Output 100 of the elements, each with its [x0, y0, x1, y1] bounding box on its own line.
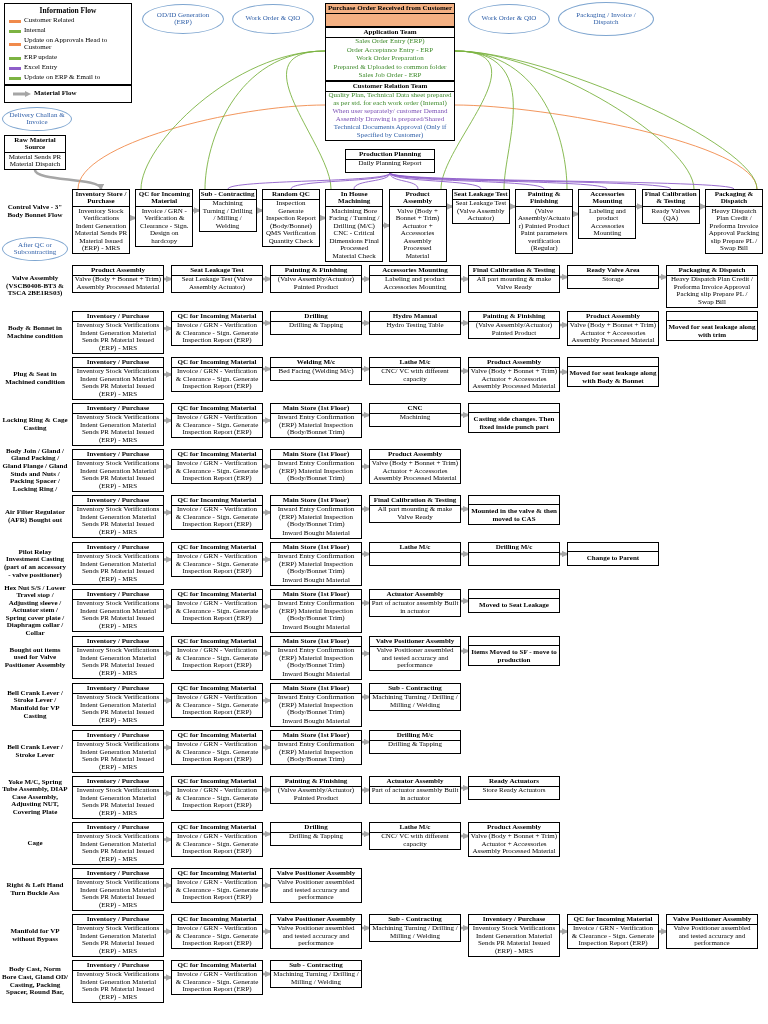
process-box: [72, 636, 164, 679]
flow-arrow: [362, 693, 371, 701]
info-flow-line: [227, 172, 391, 190]
flow-arrow: [461, 275, 470, 283]
flow-arrow: [164, 556, 173, 563]
process-box: [72, 403, 164, 446]
process-box: [270, 449, 362, 485]
process-box: [270, 495, 362, 539]
process-box: [567, 542, 659, 566]
process-box: [72, 449, 164, 492]
flow-arrow: [362, 275, 371, 283]
process-box: [270, 589, 362, 633]
flow-arrow: [256, 207, 264, 214]
process-box: [72, 189, 130, 255]
process-box: [369, 403, 461, 427]
process-box: [261, 189, 320, 247]
process-box: [171, 636, 263, 672]
process-box: [578, 189, 637, 240]
flow-arrow: [164, 463, 173, 470]
process-box: [171, 357, 263, 393]
flow-arrow: [263, 556, 272, 563]
flow-arrow: [263, 928, 272, 935]
process-box: [171, 822, 263, 858]
process-box: [468, 403, 560, 433]
process-box: [171, 265, 263, 293]
info-flow-line: [389, 172, 482, 190]
flow-arrow: [164, 417, 173, 424]
flow-arrow: [383, 222, 391, 229]
process-box: [270, 636, 362, 680]
flow-arrow: [164, 325, 173, 332]
process-box: [468, 495, 560, 525]
process-box: [171, 960, 263, 996]
process-box: [270, 868, 362, 904]
team-box: [325, 3, 455, 27]
flow-arrow: [509, 203, 517, 210]
process-box: [72, 776, 164, 819]
process-box: [198, 189, 257, 232]
process-box: [468, 265, 560, 293]
flow-arrow: [362, 738, 371, 746]
flow-arrow: [362, 786, 371, 794]
process-box: [468, 822, 560, 858]
flow-arrow: [263, 603, 272, 610]
flow-arrow: [164, 603, 173, 610]
flow-arrow: [164, 744, 173, 751]
flow-arrow: [362, 319, 371, 327]
flow-arrow: [461, 647, 470, 655]
process-box: [468, 589, 560, 613]
flow-arrow: [461, 597, 470, 605]
process-box: [468, 914, 560, 957]
ellipse-note: [2, 107, 72, 131]
process-box: [171, 403, 263, 439]
flow-arrow: [362, 550, 371, 558]
process-box: [369, 311, 461, 335]
process-box: [369, 449, 461, 485]
info-flow-line: [353, 172, 391, 190]
process-box: [72, 683, 164, 726]
process-box: [468, 542, 560, 566]
flow-arrow: [263, 970, 272, 978]
flow-arrow: [560, 321, 569, 329]
process-box: [666, 311, 758, 341]
process-box: [369, 914, 461, 942]
flow-arrow: [263, 830, 272, 838]
process-box: [325, 189, 384, 262]
process-box: [567, 265, 659, 289]
process-box: [345, 149, 435, 173]
process-box: [72, 542, 164, 585]
flow-arrow: [572, 210, 580, 218]
process-box: [270, 357, 362, 381]
flow-arrow: [461, 550, 470, 558]
process-box: [270, 542, 362, 586]
process-box: [666, 265, 758, 308]
flow-arrow: [636, 203, 644, 210]
process-box: [270, 914, 362, 950]
flow-arrow: [164, 509, 173, 516]
process-box: [369, 683, 461, 711]
process-box: [369, 542, 461, 566]
info-flow-line: [454, 50, 758, 190]
flow-arrow: [362, 365, 371, 373]
process-box: [468, 311, 560, 339]
process-box: [270, 683, 362, 727]
process-box: [72, 357, 164, 400]
process-box: [567, 914, 659, 950]
process-box: [369, 357, 461, 385]
flow-arrow: [164, 697, 173, 704]
flow-arrow: [164, 974, 173, 981]
process-box: [72, 868, 164, 911]
info-flow-line: [286, 50, 332, 190]
info-flow-line: [389, 172, 419, 190]
flow-arrow: [319, 214, 327, 222]
flow-arrow: [362, 463, 371, 470]
flow-arrow: [362, 830, 371, 838]
flow-arrow: [263, 365, 272, 373]
process-box: [171, 776, 263, 812]
process-box: [171, 914, 263, 950]
flow-arrow: [362, 599, 371, 607]
flow-arrow: [164, 275, 173, 283]
process-box: [369, 636, 461, 672]
process-box: [388, 189, 447, 262]
process-box: [270, 822, 362, 846]
process-box: [171, 868, 263, 904]
